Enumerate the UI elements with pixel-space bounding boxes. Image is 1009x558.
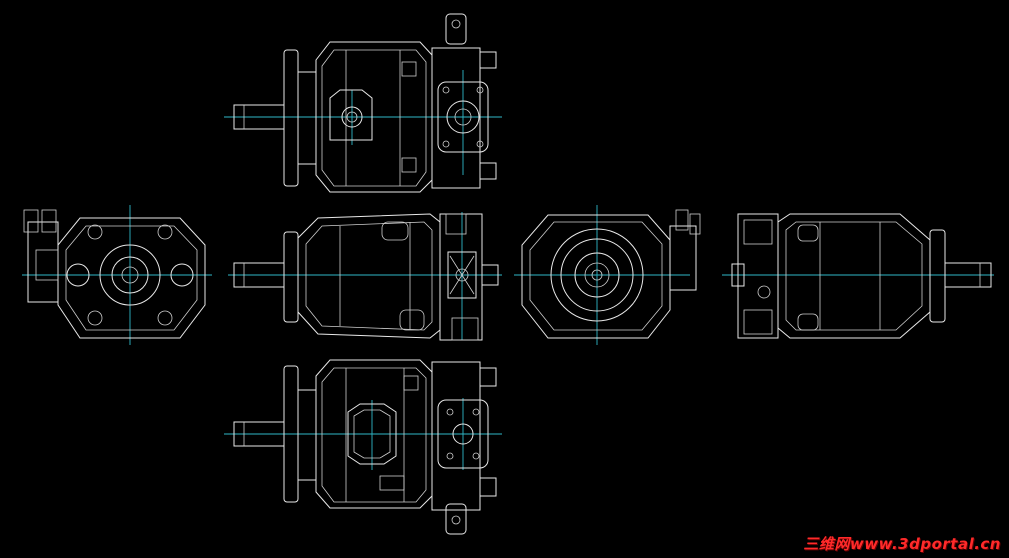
front-view	[228, 212, 502, 341]
watermark-logo: 三维网www.3dportal.cn	[803, 535, 1001, 553]
right-end-view	[514, 205, 701, 345]
left-end-view	[22, 205, 212, 345]
top-view	[224, 13, 502, 193]
rear-view	[722, 213, 994, 339]
bottom-view	[224, 359, 502, 535]
